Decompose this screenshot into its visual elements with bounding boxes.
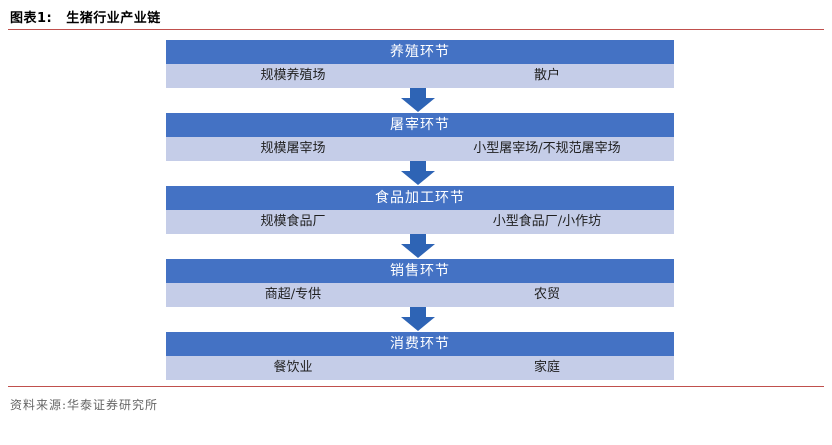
stage-body: 商超/专供 农贸 [166,283,674,307]
stage-sales: 销售环节 商超/专供 农贸 [166,259,674,307]
top-divider [8,29,824,30]
stage-body: 规模食品厂 小型食品厂/小作坊 [166,210,674,234]
stage-food-processing: 食品加工环节 规模食品厂 小型食品厂/小作坊 [166,186,674,234]
down-arrow-icon [401,161,435,185]
stage-item: 散户 [533,68,560,83]
stage-item: 小型屠宰场/不规范屠宰场 [473,141,621,156]
stage-breeding: 养殖环节 规模养殖场 散户 [166,40,674,88]
down-arrow-icon [401,234,435,258]
figure-title: 图表1: 生猪行业产业链 [10,7,161,26]
stage-body: 餐饮业 家庭 [166,356,674,380]
stage-consumption: 消费环节 餐饮业 家庭 [166,332,674,380]
stage-item: 家庭 [533,360,560,375]
stage-item: 小型食品厂/小作坊 [492,214,602,229]
stage-item: 餐饮业 [273,360,313,375]
figure-title-text: 生猪行业产业链 [66,11,161,26]
stage-item: 规模屠宰场 [260,141,326,156]
stage-header: 屠宰环节 [166,113,674,137]
source-note: 资料来源:华泰证券研究所 [10,398,159,412]
stage-header: 食品加工环节 [166,186,674,210]
down-arrow-icon [401,88,435,112]
stage-header: 养殖环节 [166,40,674,64]
stage-header: 消费环节 [166,332,674,356]
stage-slaughter: 屠宰环节 规模屠宰场 小型屠宰场/不规范屠宰场 [166,113,674,161]
stage-header: 销售环节 [166,259,674,283]
stage-item: 农贸 [533,287,560,302]
down-arrow-icon [401,307,435,331]
figure-number: 图表1: [10,11,53,26]
stage-item: 商超/专供 [264,287,322,302]
stage-item: 规模食品厂 [260,214,326,229]
stage-item: 规模养殖场 [260,68,326,83]
stage-body: 规模养殖场 散户 [166,64,674,88]
bottom-divider [8,386,824,387]
stage-body: 规模屠宰场 小型屠宰场/不规范屠宰场 [166,137,674,161]
